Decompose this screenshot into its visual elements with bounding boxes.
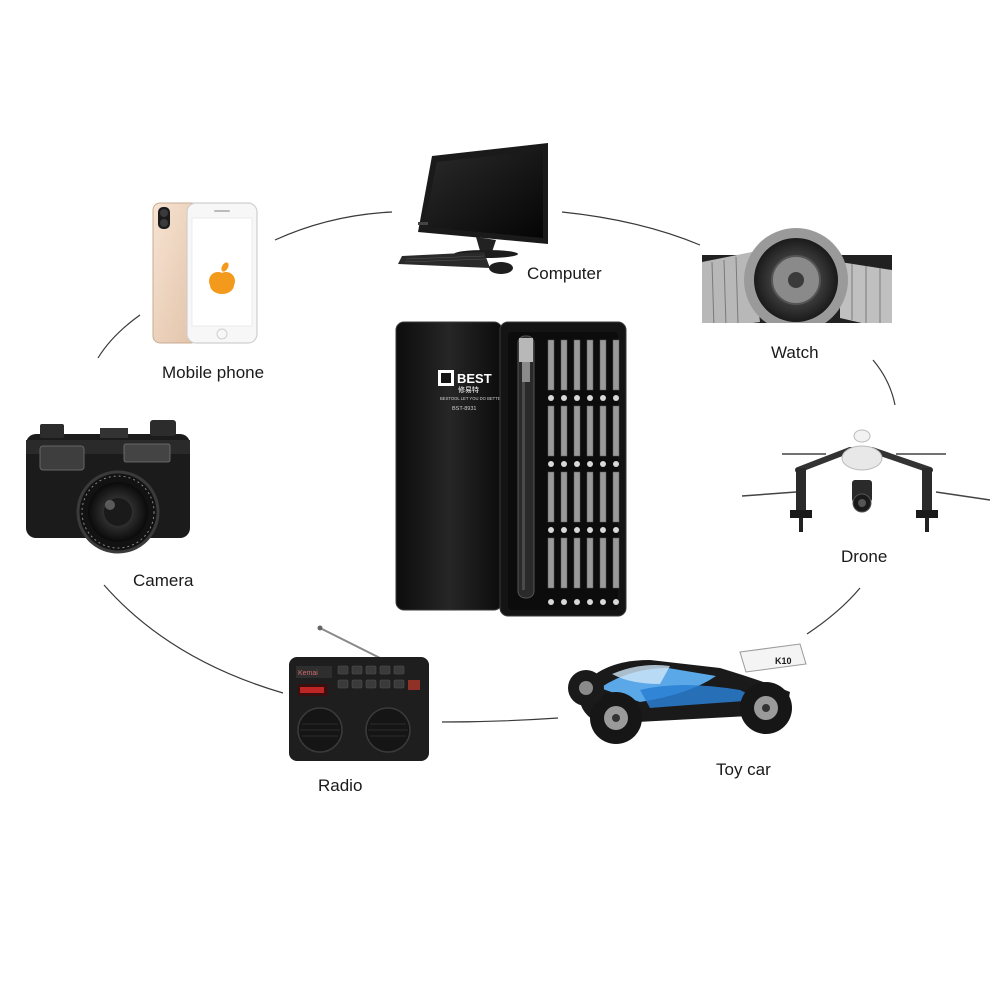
car-spoiler	[739, 643, 807, 673]
drone-image	[741, 429, 991, 532]
mobile-phone-image	[152, 202, 258, 344]
arc-phone-camera	[97, 314, 141, 359]
computer-image	[398, 143, 548, 274]
screwdriver-bits	[547, 339, 620, 589]
label-mobile-phone: Mobile phone	[162, 363, 265, 382]
mouse	[489, 262, 513, 274]
watch-image	[700, 228, 895, 335]
label-radio: Radio	[318, 776, 363, 795]
kit-tagline: BESTOOL LET YOU DO BETTER	[440, 396, 504, 401]
monitor-screen	[424, 150, 543, 238]
kit-model: BST-8931	[452, 406, 476, 412]
car-number: K10	[775, 656, 792, 666]
radio-buttons	[337, 665, 405, 689]
arc-watch-drone	[872, 359, 896, 406]
label-drone: Drone	[841, 547, 888, 566]
label-watch: Watch	[771, 343, 819, 362]
label-computer: Computer	[527, 264, 602, 283]
phone-screen	[191, 217, 253, 327]
toy-car-image: K10	[568, 643, 807, 744]
arc-phone-computer	[274, 211, 393, 241]
label-camera: Camera	[133, 571, 194, 590]
kit-brand: BEST	[457, 371, 492, 386]
arc-radio-toycar	[441, 717, 559, 723]
connector-arcs	[97, 211, 896, 723]
apple-logo-icon	[209, 262, 235, 294]
arc-camera-radio	[103, 584, 284, 694]
drone-body	[841, 445, 883, 471]
camera-viewfinder	[39, 445, 85, 471]
arc-computer-watch	[561, 211, 701, 246]
keyboard	[398, 252, 490, 268]
screwdriver-kit-image: BEST 修易特 BESTOOL LET YOU DO BETTER BST-8…	[395, 321, 627, 617]
camera-image	[26, 420, 190, 554]
kit-brand-cn: 修易特	[458, 385, 479, 394]
monitor-stand	[476, 237, 496, 252]
radio-brand: Kemai	[298, 670, 318, 677]
arc-drone-toycar	[806, 587, 861, 635]
label-toy-car: Toy car	[716, 760, 771, 779]
radio-image: Kemai	[289, 625, 429, 761]
kit-lid	[396, 322, 502, 610]
kit-logo-icon	[438, 370, 454, 386]
